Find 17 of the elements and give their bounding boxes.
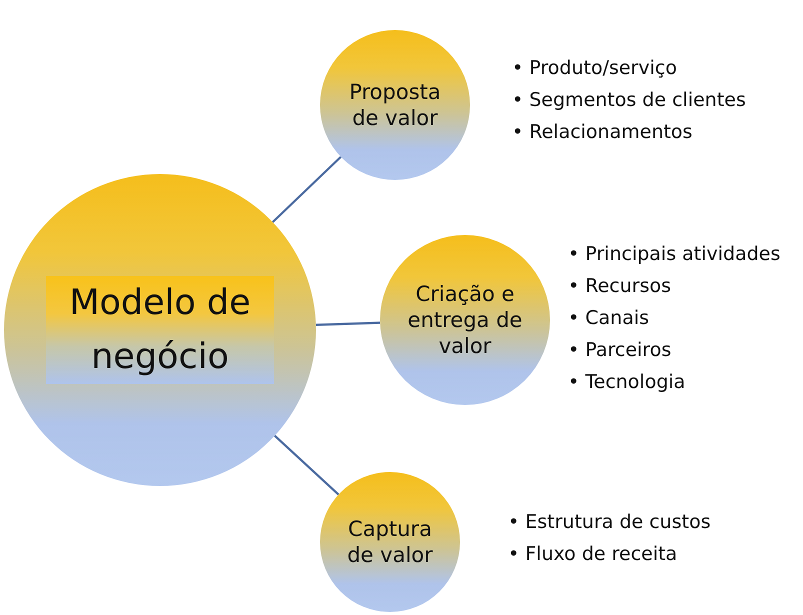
bullet-item: • Produto/serviço — [512, 56, 678, 81]
connector-line — [272, 156, 342, 223]
node-label: Criação e entrega de valor — [406, 280, 524, 360]
connector-line — [316, 322, 380, 326]
bullet-item: • Fluxo de receita — [508, 542, 678, 567]
bullet-item: • Parceiros — [568, 338, 672, 363]
node-label: Modelo de negócio — [46, 276, 274, 384]
bullet-item: • Segmentos de clientes — [512, 88, 746, 113]
node-label: Captura de valor — [346, 516, 434, 568]
bullet-item: • Estrutura de custos — [508, 510, 711, 535]
bullet-item: • Principais atividades — [568, 242, 780, 267]
bullet-item: • Canais — [568, 306, 650, 331]
bullet-item: • Relacionamentos — [512, 120, 694, 145]
connector-line — [274, 434, 340, 496]
bullet-item: • Tecnologia — [568, 370, 686, 395]
bullet-item: • Recursos — [568, 274, 672, 299]
node-label: Proposta de valor — [348, 78, 442, 132]
